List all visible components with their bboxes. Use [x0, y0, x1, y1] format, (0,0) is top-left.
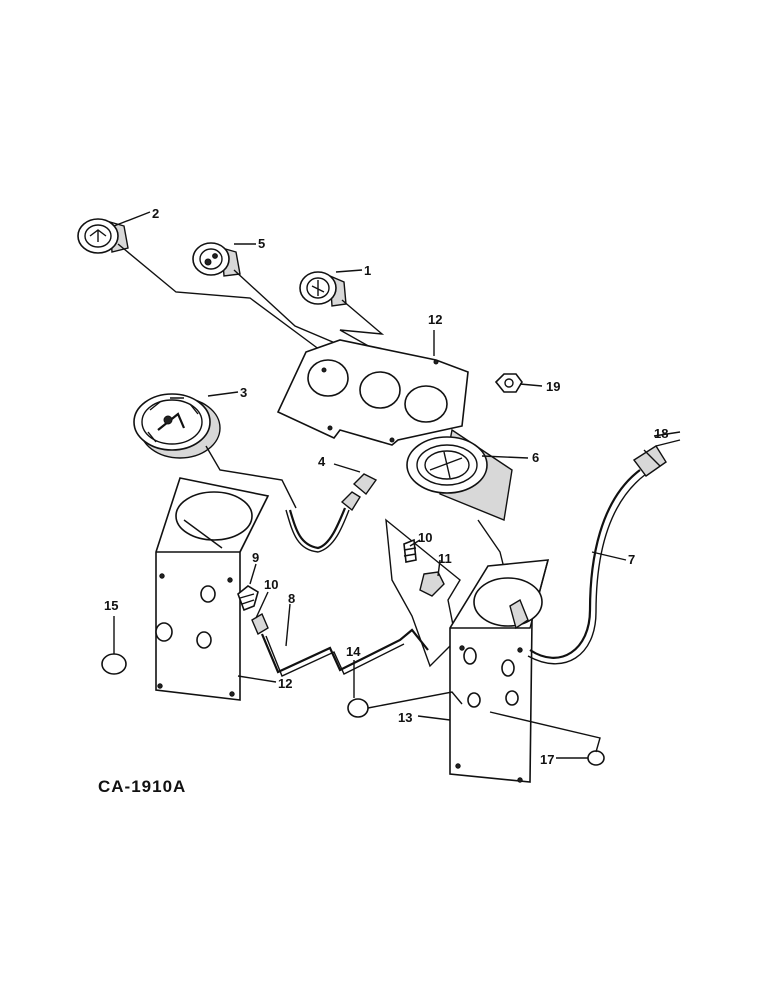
- elbow-fitting-part-11: [419, 571, 445, 597]
- callout-7: 7: [628, 552, 635, 567]
- callout-15: 14: [346, 644, 361, 659]
- callout-1: 1: [364, 263, 371, 278]
- large-gauge-part-3: [133, 393, 297, 509]
- small-gauge-part-1: [299, 271, 421, 376]
- reference-code: CA-1910A: [98, 777, 186, 796]
- callout-4: 4: [318, 454, 326, 469]
- callout-3: 3: [240, 385, 247, 400]
- callout-13: 13: [398, 710, 412, 725]
- callout-19: 19: [546, 379, 560, 394]
- callout-17: 17: [540, 752, 554, 767]
- fitting-part-10-right: [403, 538, 417, 563]
- nut-part-19: [494, 373, 523, 393]
- sender-cable-part-4: [285, 473, 378, 553]
- cable-end-part-18: [632, 439, 681, 477]
- plug-part-15: [347, 691, 463, 718]
- callout-18: 18: [654, 426, 668, 441]
- callout-2: 2: [152, 206, 159, 221]
- callout-10-left: 10: [264, 577, 278, 592]
- plug-part-16: [101, 653, 127, 675]
- speedometer-cable-part-7: [527, 469, 647, 665]
- tube-part-8: [260, 628, 429, 677]
- callout-9: 9: [252, 550, 259, 565]
- fitting-part-10-left: [251, 612, 269, 636]
- gauge-panel-part-14: [276, 339, 469, 446]
- callout-6: 6: [532, 450, 539, 465]
- right-bracket-part-13: [449, 559, 550, 783]
- callout-5: 5: [258, 236, 265, 251]
- small-gauge-part-2: [77, 218, 321, 351]
- fitting-part-9: [237, 585, 259, 612]
- callout-11: 11: [438, 551, 452, 566]
- leader-lines: [113, 211, 681, 759]
- left-bracket-part-12: [155, 477, 270, 701]
- callout-14: 12: [428, 312, 442, 327]
- mount-plate: [385, 518, 461, 668]
- callout-16: 15: [104, 598, 118, 613]
- callout-8: 8: [288, 591, 295, 606]
- callout-10-right: 10: [418, 530, 432, 545]
- callout-12-on: 12: [278, 676, 292, 691]
